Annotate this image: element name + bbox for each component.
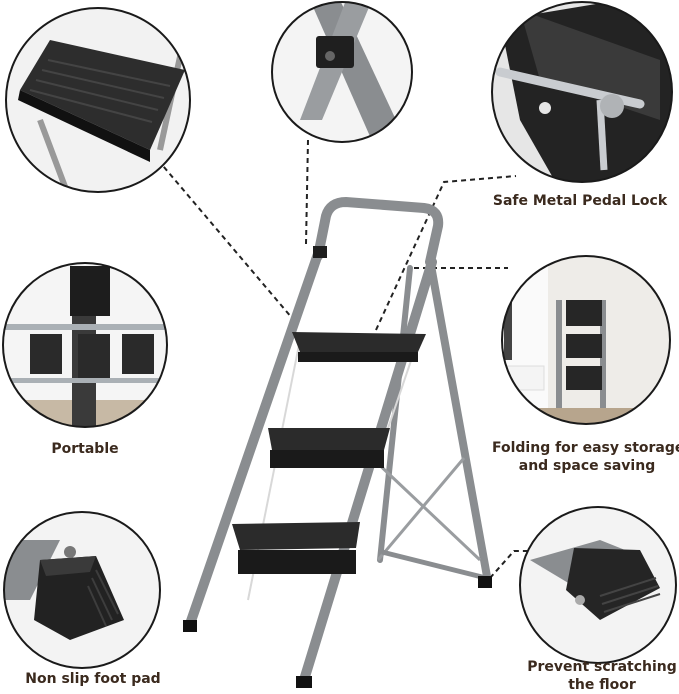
front-leg-left bbox=[185, 249, 323, 629]
leader-pedal-lock bbox=[375, 175, 517, 331]
detail-folding bbox=[501, 255, 671, 425]
hinge-block bbox=[313, 246, 327, 258]
step-ladder bbox=[183, 196, 492, 688]
caption-folding-line1: Folding for easy storage bbox=[492, 440, 679, 456]
cross-brace-a bbox=[370, 456, 482, 562]
caption-scratch: Prevent scratching the floor bbox=[525, 658, 679, 694]
caption-foot-pad: Non slip foot pad bbox=[25, 671, 161, 687]
step-bottom bbox=[232, 522, 360, 574]
detail-floor-protect bbox=[519, 506, 677, 664]
detail-foot-pad bbox=[3, 511, 161, 669]
leader-step-top bbox=[157, 159, 293, 319]
step-middle bbox=[268, 428, 390, 468]
foot-pad-front-right bbox=[296, 676, 312, 688]
handrail bbox=[313, 196, 444, 267]
leader-lines bbox=[157, 139, 532, 579]
bottom-bar bbox=[381, 549, 487, 581]
cross-brace-b bbox=[376, 457, 466, 561]
leader-corner bbox=[305, 139, 309, 245]
detail-pedal-lock bbox=[491, 1, 673, 183]
caption-folding-line2: and space saving bbox=[518, 458, 656, 474]
caption-portable: Portable bbox=[51, 441, 119, 457]
front-leg-right bbox=[299, 257, 437, 685]
caption-folding: Folding for easy storage and space savin… bbox=[492, 439, 679, 475]
leader-scratch bbox=[489, 550, 532, 579]
detail-portable bbox=[2, 262, 168, 428]
caption-scratch-line2: the floor bbox=[568, 677, 636, 693]
detail-step-tread bbox=[5, 7, 191, 193]
caption-scratch-line1: Prevent scratching bbox=[527, 659, 677, 675]
detail-hinge bbox=[271, 1, 413, 143]
step-top bbox=[292, 332, 426, 362]
rear-leg-right bbox=[377, 265, 413, 563]
foot-pad-left bbox=[183, 620, 197, 632]
caption-pedal-lock: Safe Metal Pedal Lock bbox=[492, 193, 668, 209]
rear-leg-left bbox=[426, 256, 492, 586]
foot-pad-rear bbox=[478, 576, 492, 588]
